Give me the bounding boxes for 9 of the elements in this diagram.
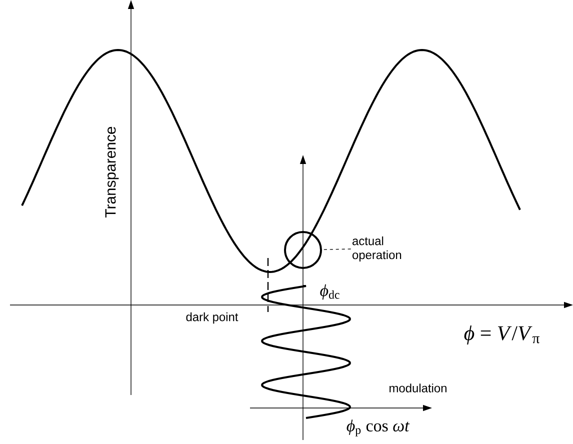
axis-label: ϕ = V/V$_{π}$ (464, 326, 540, 344)
text-label: actual operation (352, 236, 402, 262)
text-label: modulation (390, 384, 446, 392)
text-label: dark point (186, 312, 238, 324)
math-label: ϕ$_{p}$ cos ωt (346, 420, 410, 436)
axis-label: Transparence (105, 126, 119, 218)
math-label: ϕ$_{dc}$ (320, 284, 340, 300)
operation-circle (284, 231, 322, 269)
leader-line (322, 248, 352, 250)
